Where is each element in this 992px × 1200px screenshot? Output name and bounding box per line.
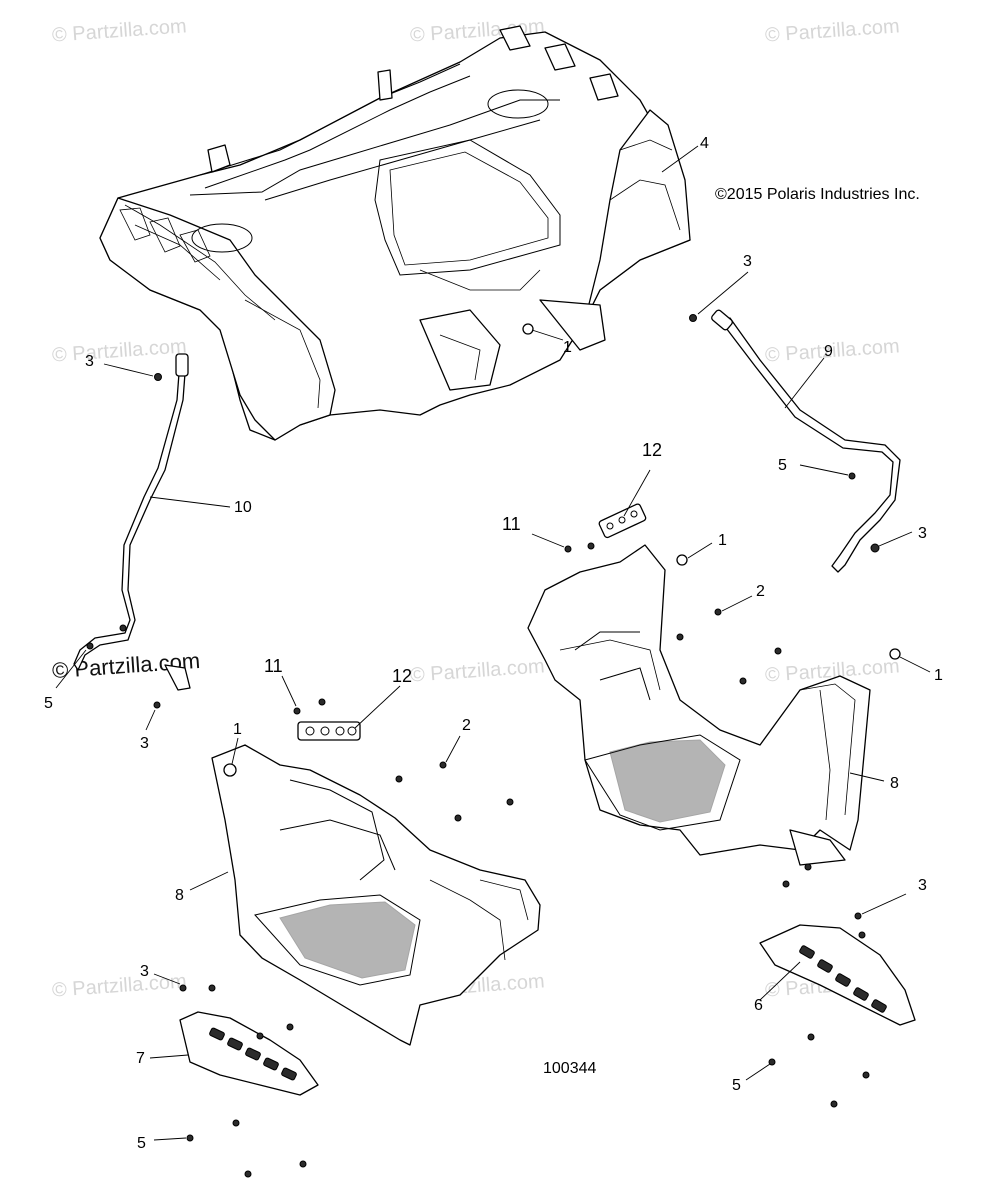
bolt: [587, 542, 595, 550]
callout-left-footwell: 8: [175, 887, 184, 904]
bolt: [506, 798, 514, 806]
bolt: [286, 1023, 294, 1031]
callout-right-footrest: 6: [754, 997, 763, 1014]
leader-lines: [55, 145, 931, 1141]
callout-right-bolt-lower: 3: [918, 525, 927, 542]
bolt: [830, 1100, 838, 1108]
callout-screw-right: 2: [756, 583, 765, 600]
left-brace: [73, 353, 191, 691]
bolt: [232, 1119, 240, 1127]
left-footrest: [179, 1011, 319, 1096]
hardware: [86, 314, 901, 1178]
bolt: [256, 1032, 264, 1040]
bolt: [395, 775, 403, 783]
callout-left-bolt-footrest: 3: [140, 963, 149, 980]
callout-left-brace: 10: [234, 499, 252, 516]
clip-right-upper: [598, 503, 647, 539]
bolt: [186, 1134, 194, 1142]
bolt: [179, 984, 187, 992]
rivet: [889, 648, 901, 660]
bolt: [454, 814, 462, 822]
callout-rear-fastener: 1: [563, 339, 572, 356]
callout-right-bolt-footrest: 3: [918, 877, 927, 894]
rivet: [676, 554, 688, 566]
left-footwell: [211, 744, 541, 1046]
rivet: [223, 763, 237, 777]
bolt: [154, 373, 162, 381]
fastener: [522, 323, 534, 335]
bolt: [862, 1071, 870, 1079]
rear-rack-body: [99, 25, 691, 441]
callout-right-bolt-top: 3: [743, 253, 752, 270]
callout-left-bolt-top: 3: [85, 353, 94, 370]
bolt: [739, 677, 747, 685]
bolt: [804, 863, 812, 871]
callout-right-nut-footrest: 5: [732, 1077, 741, 1094]
callout-right-nut: 5: [778, 457, 787, 474]
callout-push-rivet-left: 1: [233, 721, 242, 738]
figure-number: 100344: [543, 1060, 597, 1077]
bolt: [714, 608, 722, 616]
callout-left-nut-footrest: 5: [137, 1135, 146, 1152]
callout-left-footrest: 7: [136, 1050, 145, 1067]
bolt: [854, 912, 862, 920]
copyright-notice: ©2015 Polaris Industries Inc.: [715, 186, 920, 203]
bolt: [807, 1033, 815, 1041]
bolt: [119, 624, 127, 632]
callout-screw-right-upper: 11: [502, 514, 521, 534]
callout-screw-left-upper: 11: [264, 656, 283, 676]
bolt: [86, 642, 94, 650]
callout-left-bolt-lower: 3: [140, 735, 149, 752]
bolt: [244, 1170, 252, 1178]
right-footrest: [759, 924, 916, 1026]
callout-push-rivet-right-2: 1: [934, 667, 943, 684]
callout-clip-right-upper: 12: [642, 440, 662, 460]
bolt: [676, 633, 684, 641]
callout-right-brace: 9: [824, 343, 833, 360]
bolt: [858, 931, 866, 939]
bolt: [768, 1058, 776, 1066]
callout-push-rivet-right: 1: [718, 532, 727, 549]
bolt: [848, 472, 856, 480]
right-footwell: [527, 544, 871, 866]
callout-rear-rack-body: 4: [700, 135, 709, 152]
callout-right-footwell: 8: [890, 775, 899, 792]
bolt: [782, 880, 790, 888]
bolt: [318, 698, 326, 706]
bolt: [293, 707, 301, 715]
callout-left-nut: 5: [44, 695, 53, 712]
clip-left-upper: [297, 721, 361, 741]
bolt: [774, 647, 782, 655]
bolt: [870, 543, 880, 553]
bolt: [299, 1160, 307, 1168]
right-brace: [711, 309, 901, 573]
callout-clip-left-upper: 12: [392, 666, 412, 686]
bolt: [153, 701, 161, 709]
bolt: [564, 545, 572, 553]
bolt: [689, 314, 697, 322]
bolt: [208, 984, 216, 992]
bolt: [439, 761, 447, 769]
callout-screw-left: 2: [462, 717, 471, 734]
